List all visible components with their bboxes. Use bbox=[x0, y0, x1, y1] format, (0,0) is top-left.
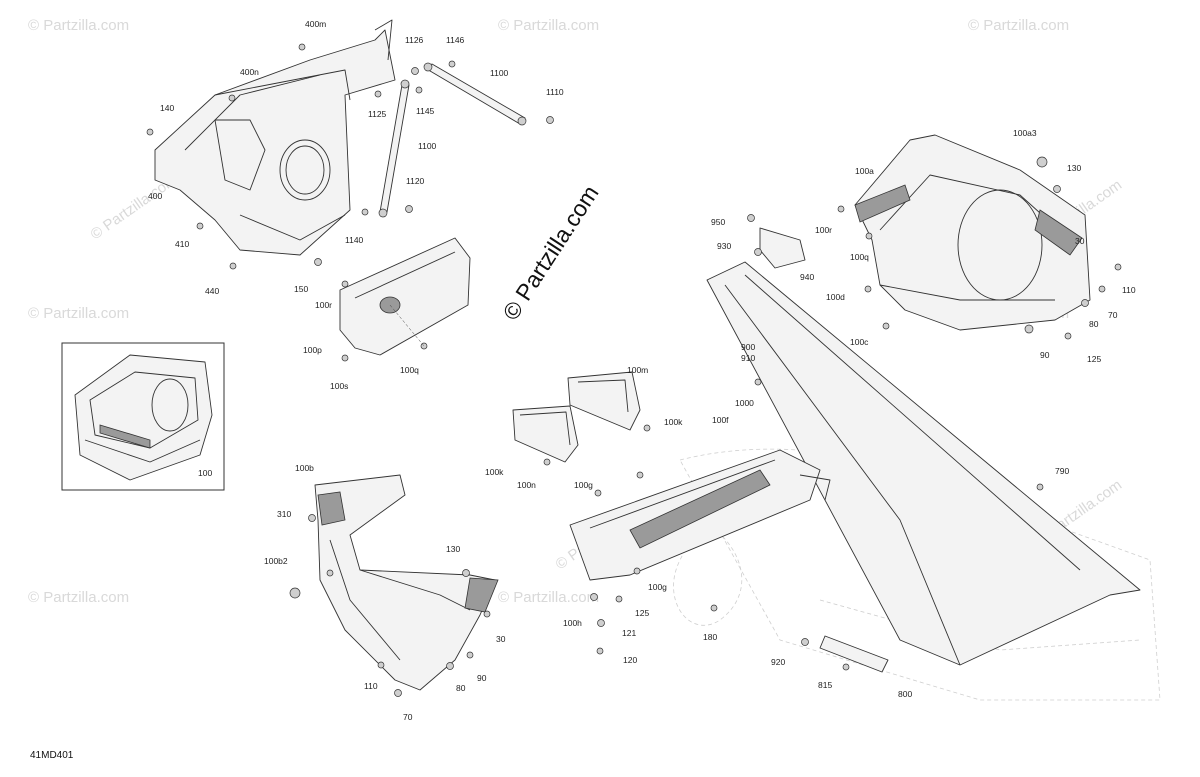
part-label: 70 bbox=[403, 712, 413, 722]
part-label: 100a bbox=[855, 166, 874, 176]
part-label: 90 bbox=[1040, 350, 1050, 360]
part-label: 900 bbox=[741, 342, 755, 352]
part-label: 100r bbox=[315, 300, 332, 310]
part-label: 440 bbox=[205, 286, 219, 296]
part-label: 100a3 bbox=[1013, 128, 1037, 138]
part-label: 80 bbox=[456, 683, 466, 693]
part-label: 815 bbox=[818, 680, 832, 690]
part-label: 80 bbox=[1089, 319, 1099, 329]
front-frame-assembly bbox=[146, 19, 456, 270]
part-label: 800 bbox=[898, 689, 912, 699]
part-label: 1120 bbox=[406, 176, 425, 186]
catalog-code: 41MD401 bbox=[30, 750, 74, 761]
part-label: 100n bbox=[517, 480, 536, 490]
part-label-inset: 100 bbox=[198, 468, 212, 478]
part-label: 100k bbox=[664, 417, 683, 427]
part-label: 30 bbox=[1075, 236, 1085, 246]
part-label: 100b bbox=[295, 463, 314, 473]
inset-overview: 100 bbox=[61, 342, 225, 491]
part-label: 100c bbox=[850, 337, 869, 347]
part-label: 1000 bbox=[735, 398, 754, 408]
tie-rods bbox=[361, 62, 554, 218]
part-label: 1100 bbox=[490, 68, 509, 78]
part-label: 400n bbox=[240, 67, 259, 77]
part-label: 70 bbox=[1108, 310, 1118, 320]
part-label: 100q bbox=[400, 365, 419, 375]
part-label: 140 bbox=[160, 103, 174, 113]
brackets-100m-100n bbox=[512, 371, 651, 466]
part-label: 910 bbox=[741, 353, 755, 363]
part-label: 400m bbox=[305, 19, 326, 29]
watermark: © Partzilla.com bbox=[498, 17, 599, 34]
part-label: 100m bbox=[627, 365, 648, 375]
part-label: 90 bbox=[477, 673, 487, 683]
bracket-940 bbox=[747, 214, 806, 269]
skid-plate bbox=[339, 237, 471, 362]
part-label: 180 bbox=[703, 632, 717, 642]
part-label: 100q bbox=[850, 252, 869, 262]
part-label: 1110 bbox=[546, 87, 564, 97]
part-label: 100r bbox=[815, 225, 832, 235]
brand-watermark: © Partzilla.com bbox=[497, 181, 603, 325]
part-label: 1125 bbox=[368, 109, 387, 119]
part-label: 100h bbox=[563, 618, 582, 628]
side-frame-100b bbox=[289, 474, 499, 697]
part-label: 121 bbox=[622, 628, 636, 638]
part-label: 410 bbox=[175, 239, 189, 249]
part-label: 110 bbox=[364, 681, 378, 691]
floor-plate-100f bbox=[569, 449, 831, 655]
part-label: 100g bbox=[648, 582, 667, 592]
part-label: 1145 bbox=[416, 106, 435, 116]
part-label: 400 bbox=[148, 191, 162, 201]
part-label: 310 bbox=[277, 509, 291, 519]
part-label: 110 bbox=[1122, 285, 1136, 295]
part-label: 100p bbox=[303, 345, 322, 355]
part-label: 100b2 bbox=[264, 556, 288, 566]
part-label: 100s bbox=[330, 381, 348, 391]
part-label: 150 bbox=[294, 284, 308, 294]
part-label: 920 bbox=[771, 657, 785, 667]
part-label: 100k bbox=[485, 467, 504, 477]
part-label: 130 bbox=[446, 544, 460, 554]
watermark: © Partzilla.com bbox=[498, 589, 599, 606]
watermark: © Partzilla.com bbox=[28, 589, 129, 606]
part-label: 950 bbox=[711, 217, 725, 227]
part-label: 120 bbox=[623, 655, 637, 665]
part-label: 30 bbox=[496, 634, 506, 644]
part-label: 1126 bbox=[405, 35, 424, 45]
part-label: 1146 bbox=[446, 35, 465, 45]
part-label: 100f bbox=[712, 415, 729, 425]
part-label: 1100 bbox=[418, 141, 437, 151]
watermark: © Partzilla.com bbox=[968, 17, 1069, 34]
part-label: 130 bbox=[1067, 163, 1081, 173]
part-label: 100d bbox=[826, 292, 845, 302]
part-labels: 400m 1126 1146 400n 1100 1110 140 1145 1… bbox=[148, 19, 1136, 722]
watermark: © Partzilla.com bbox=[28, 305, 129, 322]
part-label: 790 bbox=[1055, 466, 1069, 476]
long-rail bbox=[706, 261, 1141, 666]
part-label: 125 bbox=[635, 608, 649, 618]
part-label: 940 bbox=[800, 272, 814, 282]
part-label: 1140 bbox=[345, 235, 364, 245]
part-label: 930 bbox=[717, 241, 731, 251]
watermark: © Partzilla.com bbox=[28, 17, 129, 34]
rear-frame-assembly bbox=[837, 134, 1122, 340]
brace-800 bbox=[801, 635, 889, 673]
part-label: 100g bbox=[574, 480, 593, 490]
part-label: 125 bbox=[1087, 354, 1101, 364]
